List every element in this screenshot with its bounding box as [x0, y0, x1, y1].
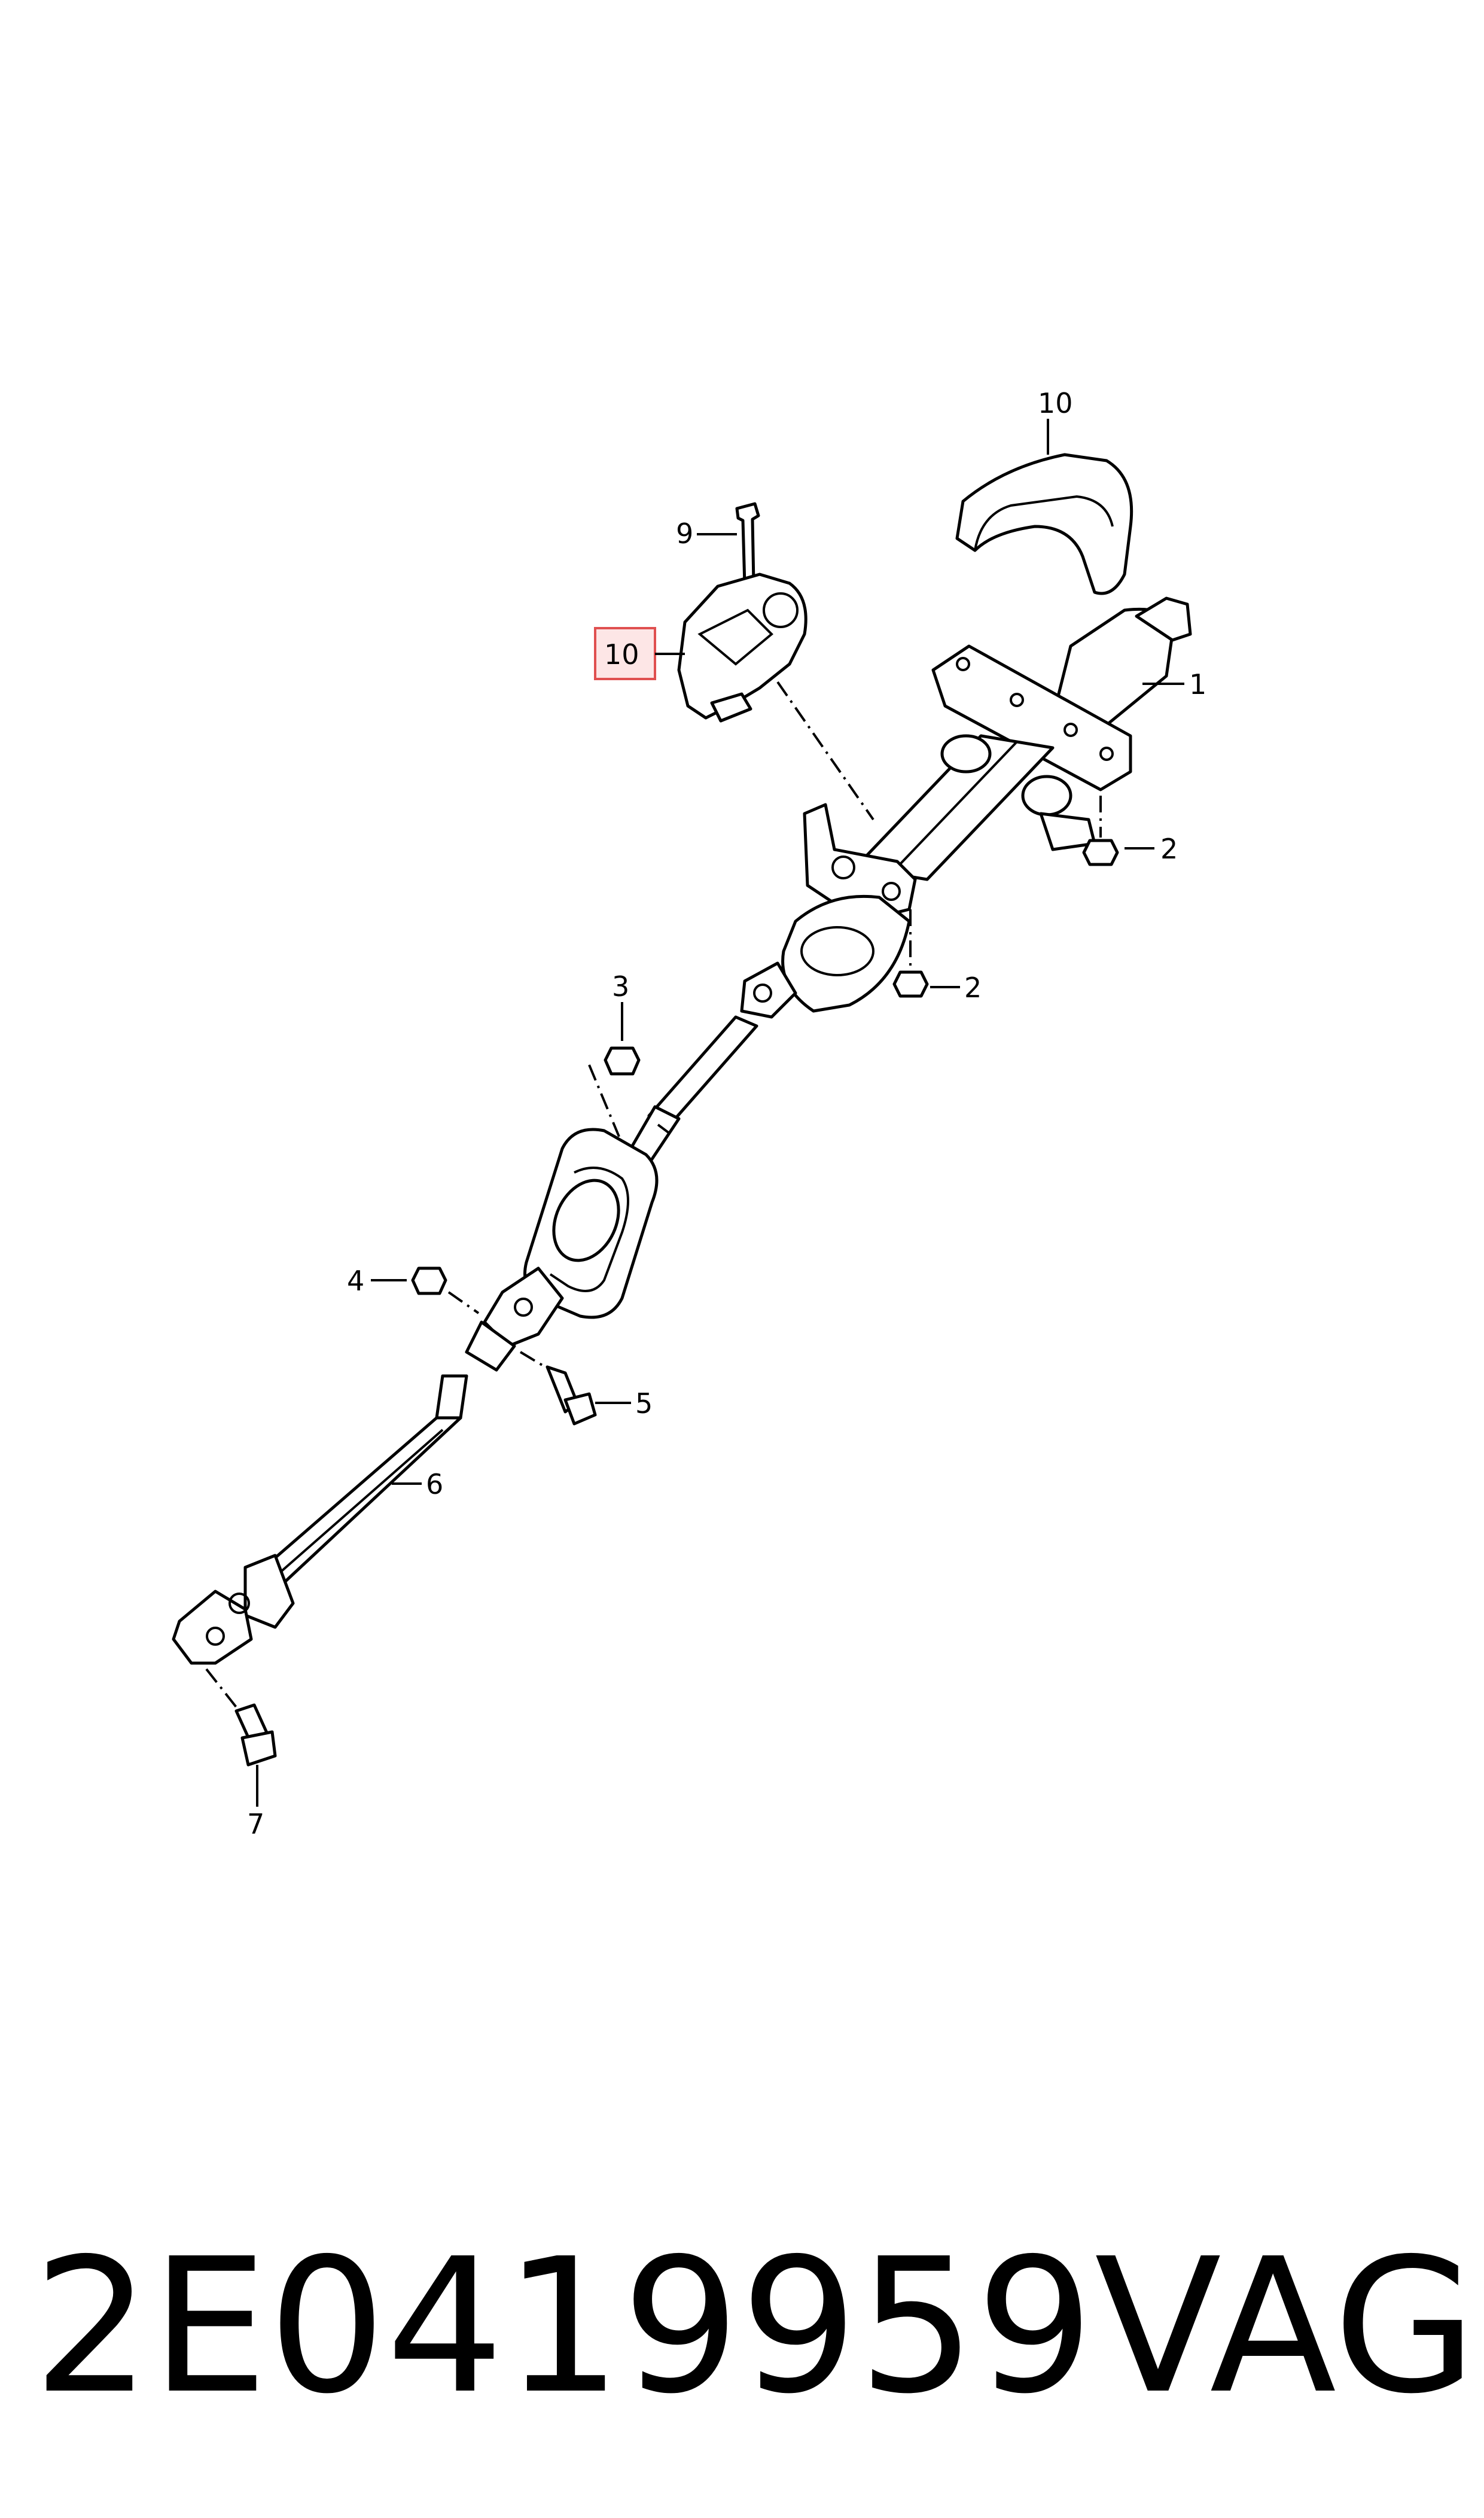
callout-4: 4 [347, 1265, 364, 1297]
callout-2-upper: 2 [1160, 833, 1178, 865]
part-8-cover-shroud [955, 453, 1133, 595]
bulkhead-seal-plate [523, 1128, 659, 1319]
part-7-bolt [234, 1703, 277, 1767]
intermediate-shaft [620, 1015, 758, 1174]
callout-1: 1 [1189, 668, 1206, 701]
callout-5: 5 [635, 1387, 653, 1420]
part-3-nut [604, 1046, 641, 1076]
part-10-steering-lock-unit [677, 573, 807, 723]
part-1-steering-column [740, 596, 1192, 1019]
callout-6: 6 [426, 1468, 443, 1500]
part-6-lower-shaft [255, 1374, 468, 1587]
callout-10: 10 [604, 638, 639, 671]
part-9-pin [735, 502, 760, 587]
bottom-universal-joint [172, 1554, 295, 1665]
part-5-bolt [546, 1365, 597, 1426]
callout-8: 10 [1038, 387, 1073, 419]
part-2-nut-upper [1082, 839, 1119, 866]
callout-9: 9 [676, 517, 693, 550]
callout-7: 7 [247, 1808, 264, 1840]
lower-universal-joint [465, 1266, 564, 1372]
part-2-nut-middle [892, 970, 929, 998]
callout-10-highlight-box [594, 627, 656, 680]
callout-3: 3 [612, 970, 629, 1003]
brand-label: VAG [1095, 2219, 1477, 2435]
part-number-label: 2E0419959 [33, 2219, 1094, 2435]
callout-2-middle: 2 [964, 972, 982, 1004]
part-4-nut [411, 1266, 447, 1295]
